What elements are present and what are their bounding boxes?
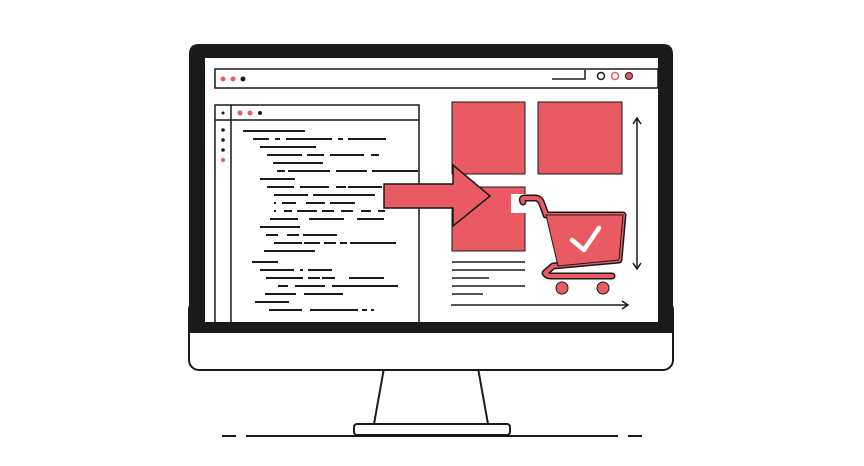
horizontal-arrow-icon (451, 300, 630, 310)
product-tile (451, 101, 526, 175)
circle-button-icon (596, 71, 606, 81)
window-dot-icon (240, 76, 246, 82)
checkmark-icon (569, 225, 602, 253)
browser-bar (214, 68, 659, 89)
arrow-right-icon (383, 163, 492, 228)
product-tile (537, 101, 623, 175)
vertical-double-arrow-icon (632, 116, 642, 271)
monitor-base (353, 423, 511, 436)
shopping-cart-icon (518, 194, 627, 295)
address-bar-icon (552, 70, 586, 80)
code-editor-icon (214, 104, 420, 322)
circle-button-icon (610, 71, 620, 81)
product-description-lines (452, 261, 525, 295)
window-dot-icon (230, 76, 236, 82)
monitor-stand (372, 367, 490, 425)
window-dot-icon (220, 76, 226, 82)
circle-button-icon (625, 72, 633, 80)
